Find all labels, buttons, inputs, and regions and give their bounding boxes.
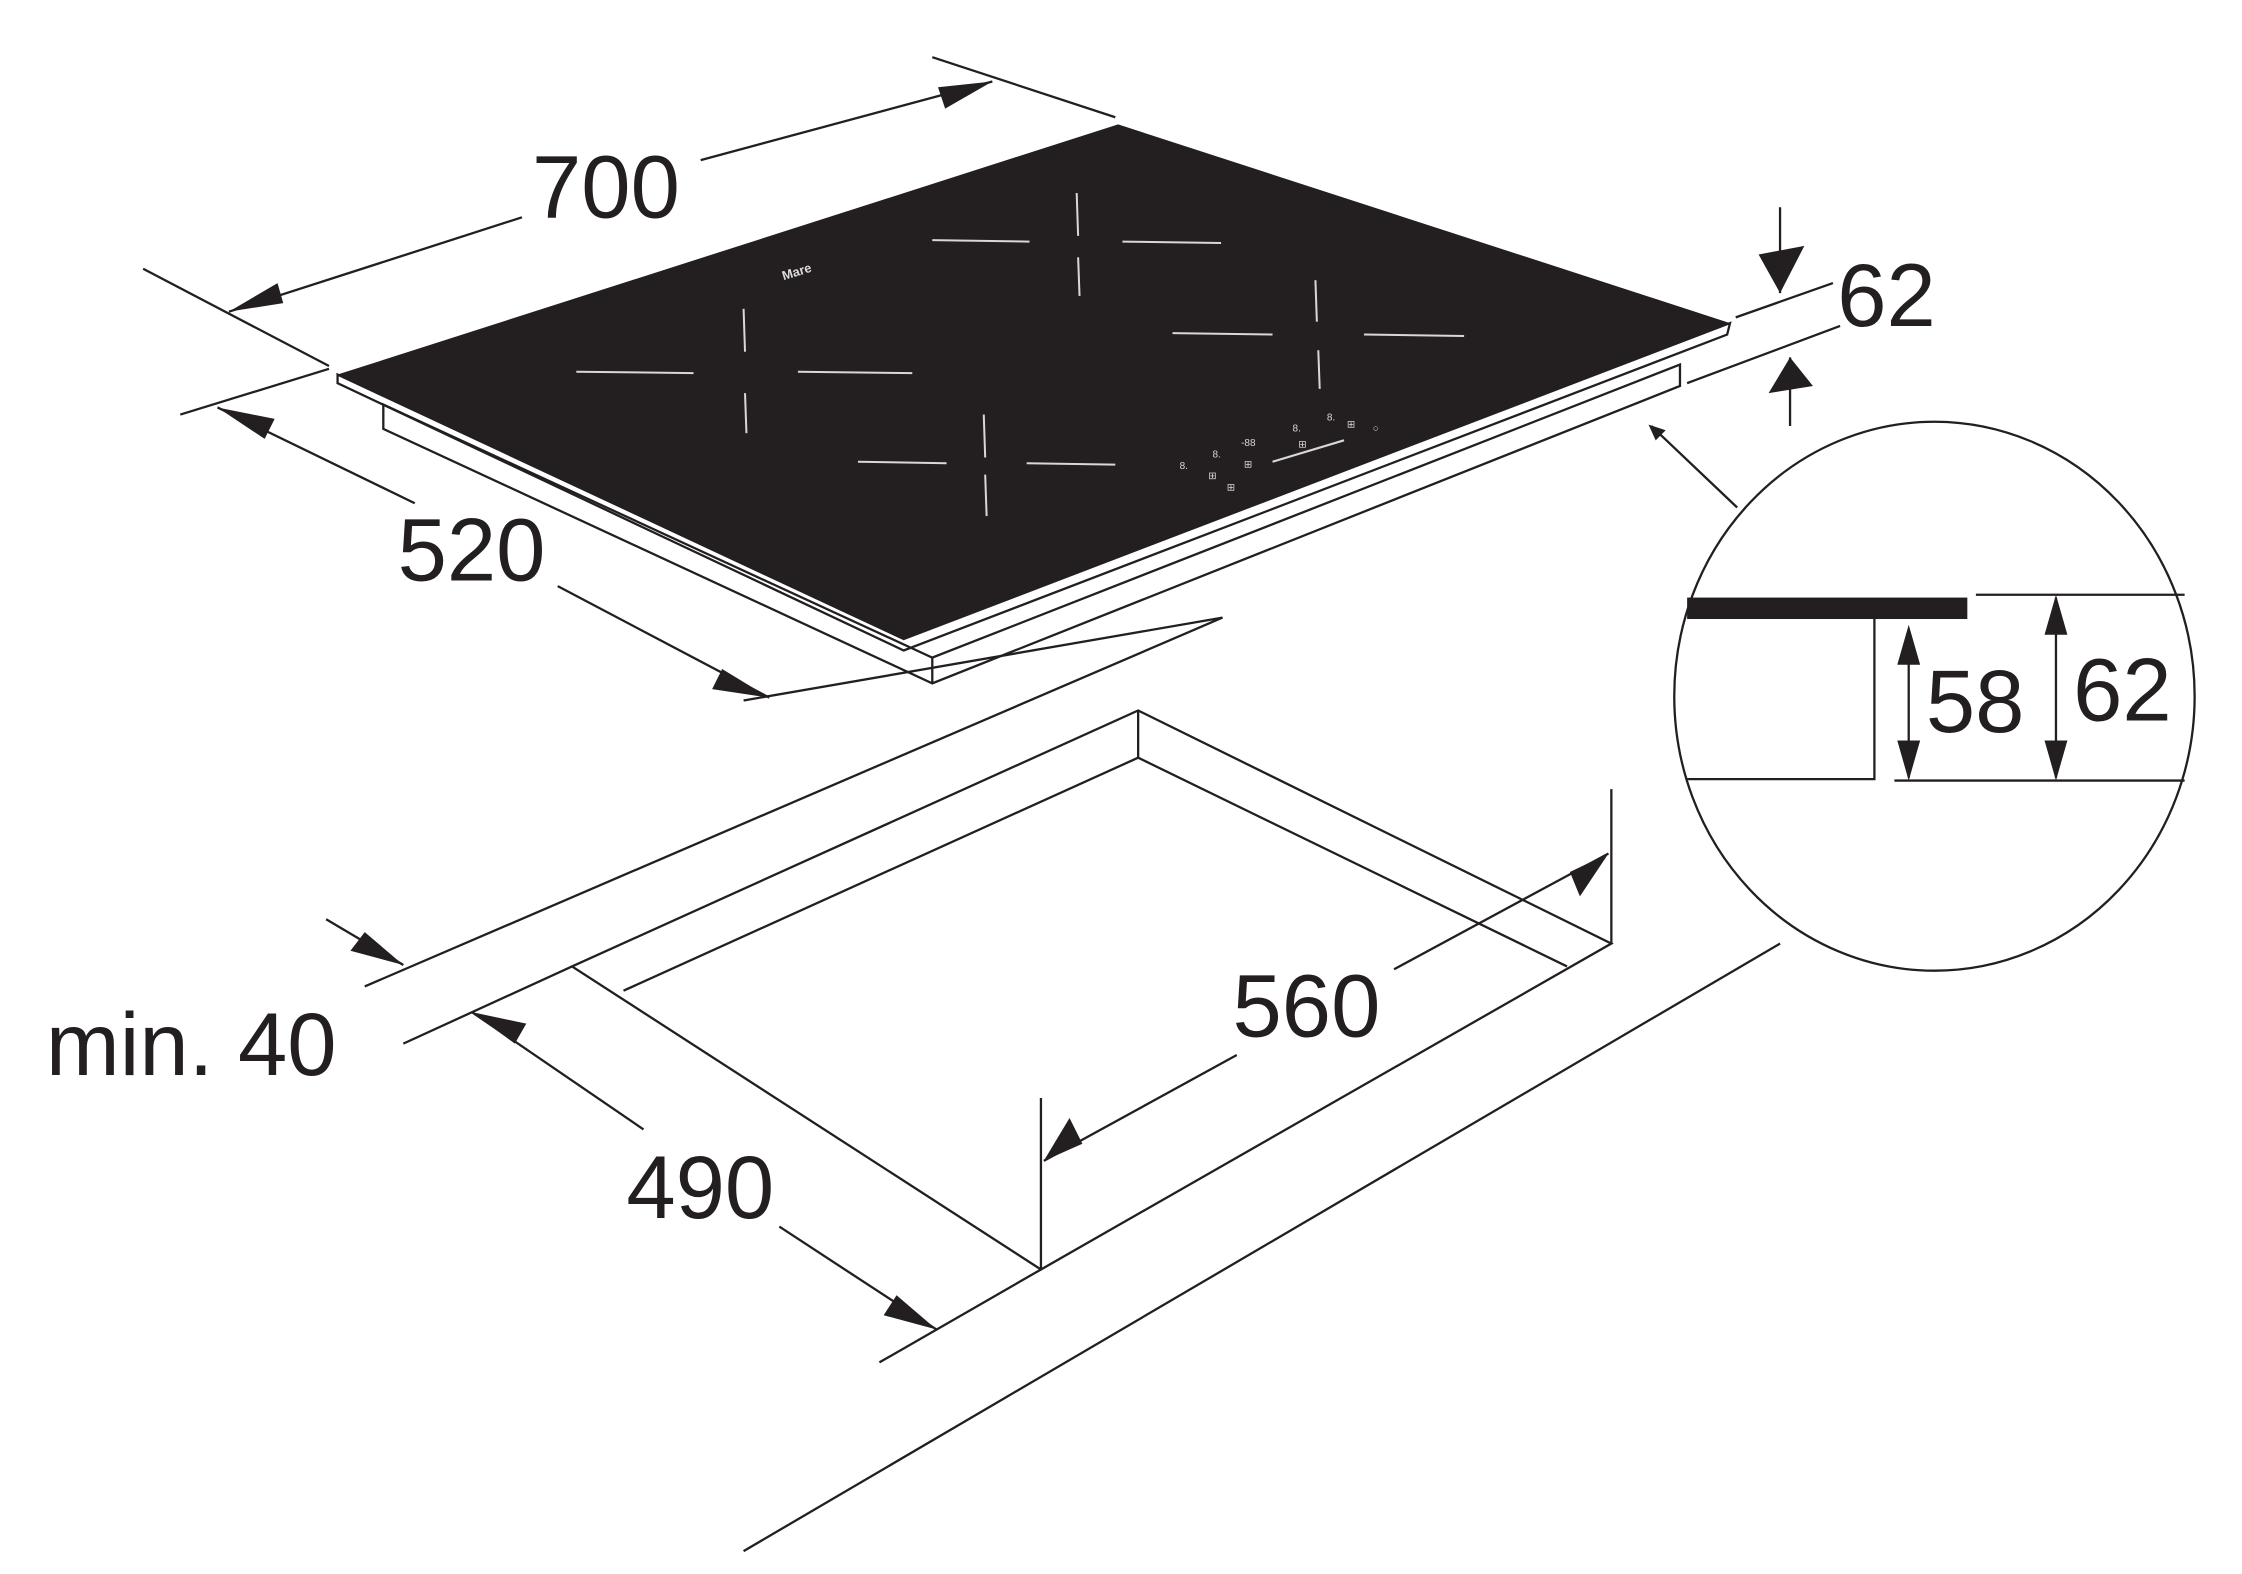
svg-text:8.: 8. — [1212, 449, 1220, 460]
dimension-cutout-width: 560 — [1039, 789, 1613, 1270]
cooking-zone-marks — [576, 192, 1465, 517]
detail-total-label: 62 — [2073, 641, 2172, 740]
dimension-depth: 520 — [179, 367, 1223, 702]
dimension-height: 62 — [1648, 207, 1936, 509]
control-panel: 8. 8. -88 8. 8. ○ ⊞ ⊞ ⊞ ⊞ ⊞ — [1180, 412, 1379, 493]
svg-text:-88: -88 — [1241, 438, 1256, 449]
svg-text:⊞: ⊞ — [1227, 482, 1235, 493]
depth-label: 520 — [398, 500, 546, 599]
height-label: 62 — [1837, 246, 1936, 345]
hob-glass-top — [337, 124, 1731, 640]
svg-text:⊞: ⊞ — [1244, 459, 1252, 470]
cutout-width-label: 560 — [1233, 956, 1381, 1055]
svg-text:⊞: ⊞ — [1298, 439, 1306, 450]
width-label: 700 — [532, 137, 680, 236]
min-front-label: min. 40 — [46, 995, 337, 1094]
detail-circle: 58 62 — [1673, 420, 2196, 972]
cutout-depth-label: 490 — [626, 1138, 774, 1237]
detail-inner-label: 58 — [1926, 652, 2025, 751]
svg-text:○: ○ — [1373, 424, 1379, 435]
svg-text:8.: 8. — [1293, 424, 1301, 435]
svg-text:8.: 8. — [1327, 412, 1335, 423]
svg-text:8.: 8. — [1180, 461, 1188, 472]
dimension-min-front: min. 40 — [46, 918, 404, 1094]
worktop-cutout — [364, 616, 1781, 1553]
dimension-cutout-depth: 490 — [471, 1011, 938, 1331]
dimension-width: 700 — [142, 56, 1116, 367]
hob: 8.8.-88 8.8.○ ⊞⊞⊞⊞ ⊞ Mare — [336, 124, 1732, 685]
svg-text:⊞: ⊞ — [1208, 471, 1216, 482]
svg-text:⊞: ⊞ — [1347, 419, 1355, 430]
